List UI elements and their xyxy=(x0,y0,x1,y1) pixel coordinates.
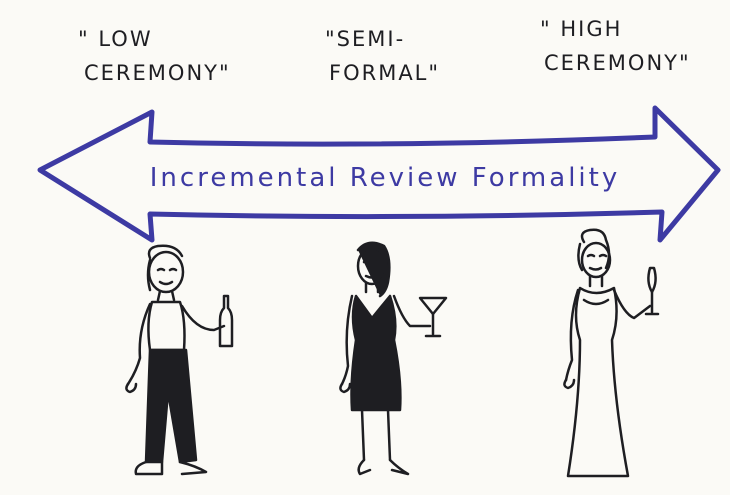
high-ceremony-line1: " High xyxy=(540,17,623,41)
low-ceremony-label: " Low Ceremony" xyxy=(78,22,231,90)
gown-woman-with-champagne-icon xyxy=(563,228,660,478)
cocktail-dress-woman-with-martini-icon xyxy=(339,241,448,476)
low-ceremony-line1: " Low xyxy=(78,27,153,51)
semi-formal-label: "Semi- Formal" xyxy=(325,22,440,90)
low-ceremony-line2: Ceremony" xyxy=(84,61,231,85)
axis-label: Incremental Review Formality xyxy=(149,163,621,193)
high-ceremony-label: " High Ceremony" xyxy=(540,12,691,80)
semi-formal-line2: Formal" xyxy=(329,61,441,85)
high-ceremony-line2: Ceremony" xyxy=(544,51,691,75)
semi-formal-line1: "Semi- xyxy=(325,27,406,51)
double-arrow-icon xyxy=(37,105,721,243)
casual-woman-with-bottle-icon xyxy=(125,244,234,476)
